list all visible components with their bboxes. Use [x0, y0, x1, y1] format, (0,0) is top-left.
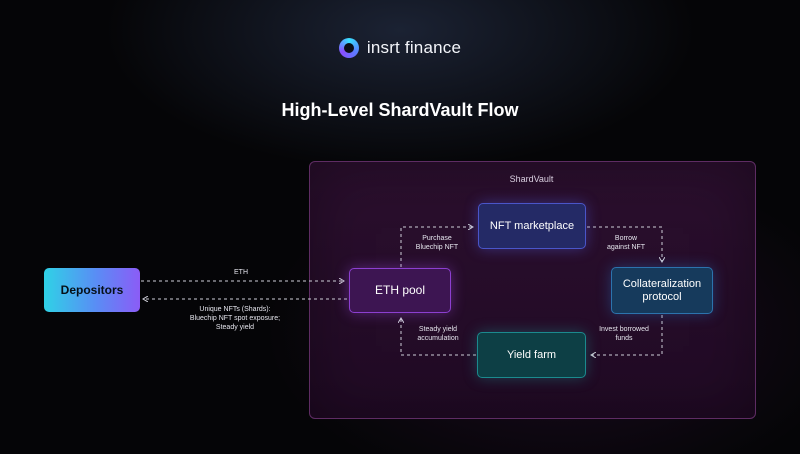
- collateralization-label: Collateralization protocol: [622, 277, 702, 303]
- edge-label-shards-line2: Bluechip NFT spot exposure;: [189, 315, 281, 322]
- eth-pool-node: ETH pool: [349, 268, 451, 313]
- edge-label-purchase: Purchase Bluechip NFT: [407, 234, 467, 252]
- edge-label-shards: Unique NFTs (Shards): Bluechip NFT spot …: [180, 305, 290, 332]
- edge-label-invest-line2: funds: [615, 335, 633, 342]
- ring-logo-icon: [338, 38, 359, 58]
- edge-label-purchase-line2: Bluechip NFT: [415, 244, 459, 251]
- edge-label-borrow-line2: against NFT: [606, 244, 646, 251]
- edge-label-shards-line3: Steady yield: [215, 324, 255, 331]
- edge-label-shards-line1: Unique NFTs (Shards):: [199, 306, 271, 313]
- edge-label-invest: Invest borrowed funds: [592, 325, 656, 343]
- edge-label-steady: Steady yield accumulation: [408, 325, 468, 343]
- arrow-borrow: [587, 226, 662, 262]
- edge-label-invest-line1: Invest borrowed: [599, 326, 649, 333]
- edge-label-purchase-line1: Purchase: [422, 235, 452, 242]
- edge-label-borrow: Borrow against NFT: [596, 234, 656, 252]
- edge-label-borrow-line1: Borrow: [614, 235, 638, 242]
- edge-label-steady-line2: accumulation: [417, 335, 459, 342]
- arrow-purchase: [400, 227, 473, 267]
- shardvault-label: ShardVault: [509, 174, 554, 184]
- edge-label-steady-line1: Steady yield: [418, 326, 458, 333]
- brand-header: insrt finance: [0, 36, 800, 60]
- diagram-title: High-Level ShardVault Flow: [281, 100, 519, 120]
- collateralization-node: Collateralization protocol: [611, 267, 713, 314]
- brand-name: insrt finance: [366, 38, 462, 57]
- depositors-node: Depositors: [44, 268, 140, 312]
- yield-farm-node: Yield farm: [477, 332, 586, 378]
- arrow-steady-yield: [401, 318, 476, 356]
- nft-marketplace-node: NFT marketplace: [478, 203, 586, 249]
- edge-label-eth: ETH: [234, 269, 248, 276]
- arrow-invest: [591, 315, 663, 355]
